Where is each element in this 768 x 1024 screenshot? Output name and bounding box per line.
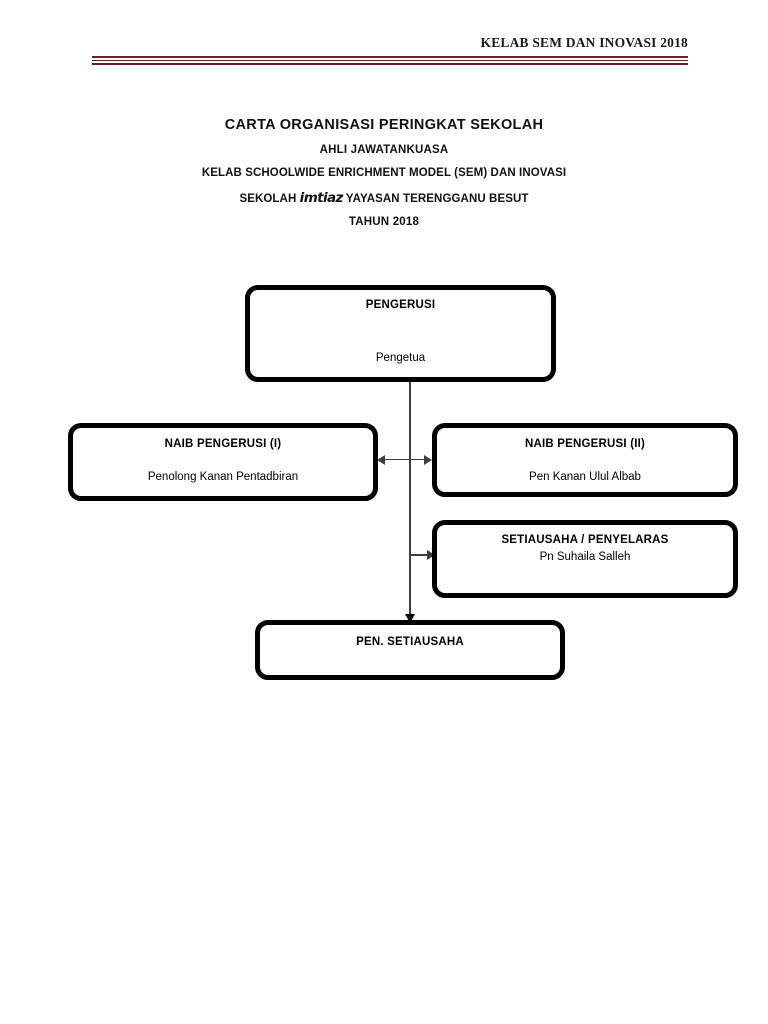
node-naib2-role: NAIB PENGERUSI (II) — [524, 438, 646, 450]
node-setiausaha-penyelaras: SETIAUSAHA / PENYELARAS Pn Suhaila Salle… — [432, 520, 738, 598]
node-naib1-holder: Penolong Kanan Pentadbiran — [147, 471, 299, 483]
node-naib-pengerusi-2: NAIB PENGERUSI (II) Pen Kanan Ulul Albab — [432, 423, 738, 497]
node-setiausaha-holder: Pn Suhaila Salleh — [539, 551, 631, 563]
school-prefix: SEKOLAH — [239, 192, 297, 205]
school-suffix: YAYASAN TERENGGANU BESUT — [345, 192, 529, 205]
header-rule — [92, 55, 688, 65]
title-subtitle-club: KELAB SCHOOLWIDE ENRICHMENT MODEL (SEM) … — [201, 167, 567, 179]
node-naib1-role: NAIB PENGERUSI (I) — [164, 438, 282, 450]
node-pengerusi-role: PENGERUSI — [365, 299, 436, 311]
node-pengerusi-holder: Pengetua — [375, 352, 426, 364]
arrowhead-right-setiausaha — [427, 550, 435, 560]
connector-branch-setiausaha — [409, 554, 433, 556]
node-pen-setiausaha-role: PEN. SETIAUSAHA — [356, 636, 464, 648]
title-block: CARTA ORGANISASI PERINGKAT SEKOLAH AHLI … — [0, 118, 768, 229]
node-pen-setiausaha: PEN. SETIAUSAHA — [255, 620, 565, 680]
node-pengerusi: PENGERUSI Pengetua — [245, 285, 556, 382]
connector-horizontal-naib — [381, 458, 429, 461]
header-title: KELAB SEM DAN INOVASI 2018 — [480, 35, 688, 50]
arrowhead-right-naib2 — [424, 454, 432, 465]
node-naib2-holder: Pen Kanan Ulul Albab — [529, 471, 641, 483]
arrowhead-down-pen-setiausaha — [404, 614, 415, 623]
arrowhead-left-naib1 — [377, 454, 385, 465]
node-naib-pengerusi-1: NAIB PENGERUSI (I) Penolong Kanan Pentad… — [68, 423, 378, 501]
page-title: CARTA ORGANISASI PERINGKAT SEKOLAH — [224, 117, 544, 133]
title-subtitle-committee: AHLI JAWATANKUASA — [319, 143, 449, 156]
title-year: TAHUN 2018 — [348, 216, 420, 228]
connector-vertical-spine — [409, 382, 411, 622]
title-subtitle-school: SEKOLAH imtiaz YAYASAN TERENGGANU BESUT — [0, 189, 768, 206]
imtiaz-brand: imtiaz — [299, 189, 344, 206]
page-header: KELAB SEM DAN INOVASI 2018 — [92, 35, 688, 65]
node-setiausaha-role: SETIAUSAHA / PENYELARAS — [501, 534, 669, 546]
